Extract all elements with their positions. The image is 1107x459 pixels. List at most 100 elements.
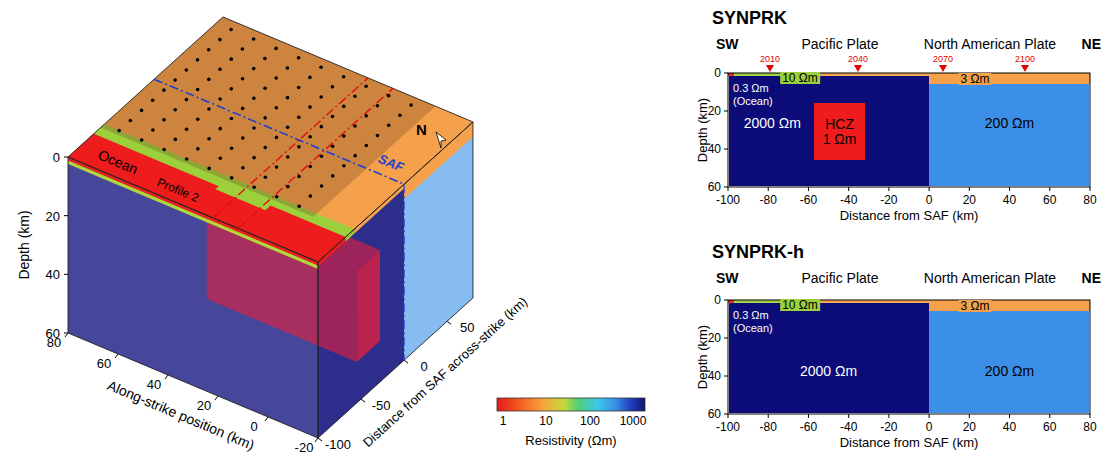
axis-tick: 20 — [963, 421, 976, 433]
station-dot — [320, 184, 324, 188]
station-dot — [286, 155, 290, 159]
station-dot — [230, 87, 234, 91]
axis-tick: -50 — [372, 399, 391, 412]
station-dot — [286, 126, 290, 130]
station-dot — [297, 204, 301, 208]
station-dot — [376, 134, 380, 138]
tick-mark — [165, 375, 168, 379]
tick-mark — [724, 111, 728, 112]
station-dot — [185, 157, 189, 161]
tick-mark — [1089, 187, 1090, 191]
station-dot — [174, 138, 178, 142]
station-dot — [230, 176, 234, 180]
station-dot — [297, 115, 301, 119]
resistivity-label: 10 Ωm — [780, 72, 820, 84]
station-number: 2010 — [760, 55, 780, 64]
axis-tick: 40 — [1003, 194, 1016, 206]
axis-tick: -100 — [716, 421, 740, 433]
block-edge — [68, 157, 318, 438]
station-dot — [274, 47, 278, 51]
station-dot — [252, 126, 256, 130]
tick-mark — [768, 187, 769, 191]
station-dot — [252, 96, 256, 100]
plate-label: North American Plate — [924, 271, 1056, 285]
station-dot — [308, 135, 312, 139]
station-dot — [162, 118, 166, 122]
station-dot — [207, 107, 211, 111]
fault-trace — [404, 184, 405, 360]
tick-mark — [1049, 414, 1050, 418]
axis-tick: 80 — [1083, 194, 1096, 206]
conductor-box: HCZ 1 Ωm — [814, 103, 864, 160]
station-dot — [162, 88, 166, 92]
tick-mark — [728, 414, 729, 418]
station-dot — [218, 127, 222, 131]
station-dot — [252, 67, 256, 71]
resistivity-label: 10 Ωm — [780, 299, 820, 311]
tick-mark — [724, 73, 728, 74]
station-dot — [309, 194, 313, 198]
fault-trace — [154, 79, 404, 184]
tick-mark — [724, 338, 728, 339]
station-dot — [275, 195, 279, 199]
resistivity-label: 0.3 Ωm (Ocean) — [733, 309, 781, 334]
axis-tick: -20 — [880, 421, 897, 433]
axis-tick: 20 — [46, 209, 60, 222]
station-dot — [331, 85, 335, 89]
station-dot — [252, 186, 256, 190]
tick-mark — [848, 187, 849, 191]
tick-mark — [64, 274, 68, 275]
station-dot — [342, 134, 346, 138]
station-dot — [387, 124, 391, 128]
resistivity-text: 2000 Ωm — [800, 364, 857, 379]
station-dot — [364, 84, 368, 88]
plate-label: North American Plate — [924, 37, 1056, 51]
tick-mark — [115, 354, 118, 358]
axis-tick: 60 — [708, 181, 721, 193]
resistivity-text: HCZ 1 Ωm — [820, 117, 860, 148]
tick-mark — [808, 414, 809, 418]
axis-tick: 0 — [714, 67, 721, 79]
station-dot — [320, 125, 324, 129]
colorbar-tick: 1000 — [620, 415, 647, 427]
station-dot — [275, 106, 279, 110]
station-dot — [207, 137, 211, 141]
axis-tick: 60 — [1043, 421, 1056, 433]
tick-mark — [929, 187, 930, 191]
tick-mark — [64, 157, 68, 158]
axis-tick: -60 — [800, 421, 817, 433]
axis-title: Distance from SAF (km) — [840, 209, 979, 222]
panel-ground — [728, 73, 1090, 187]
axis-tick: 20 — [963, 194, 976, 206]
tick-mark — [929, 414, 930, 418]
station-dot — [185, 98, 189, 102]
colorbar-tick: 1 — [500, 415, 507, 427]
surface-layer — [929, 73, 1090, 84]
station-dot — [353, 94, 357, 98]
resistivity-text: 200 Ωm — [985, 364, 1034, 379]
resistivity-region: 200 Ωm — [929, 311, 1089, 413]
station-dot — [342, 75, 346, 79]
block-edge — [318, 122, 473, 438]
axis-tick: -20 — [295, 440, 314, 453]
axis-tick: 0 — [926, 421, 933, 433]
station-dot — [230, 117, 234, 121]
section-panel — [724, 65, 1090, 191]
station-dot — [297, 56, 301, 60]
axis-tick: -80 — [760, 421, 777, 433]
direction-label: NE — [1082, 37, 1101, 51]
station-dot — [185, 68, 189, 72]
axis-tick: -60 — [800, 194, 817, 206]
axis-tick: -100 — [716, 194, 740, 206]
station-dot — [263, 57, 267, 61]
axis-tick: -40 — [840, 421, 857, 433]
tick-mark — [724, 414, 728, 415]
axis-tick: 0 — [53, 151, 60, 164]
resistivity-label: 3 Ωm — [959, 300, 992, 312]
station-number: 2100 — [1015, 55, 1035, 64]
north-arrow — [436, 132, 446, 148]
axis-tick: 50 — [460, 321, 474, 334]
axis-title: Distance from SAF (km) — [840, 436, 979, 449]
axis-tick: 0 — [250, 419, 257, 432]
tick-mark — [768, 414, 769, 418]
